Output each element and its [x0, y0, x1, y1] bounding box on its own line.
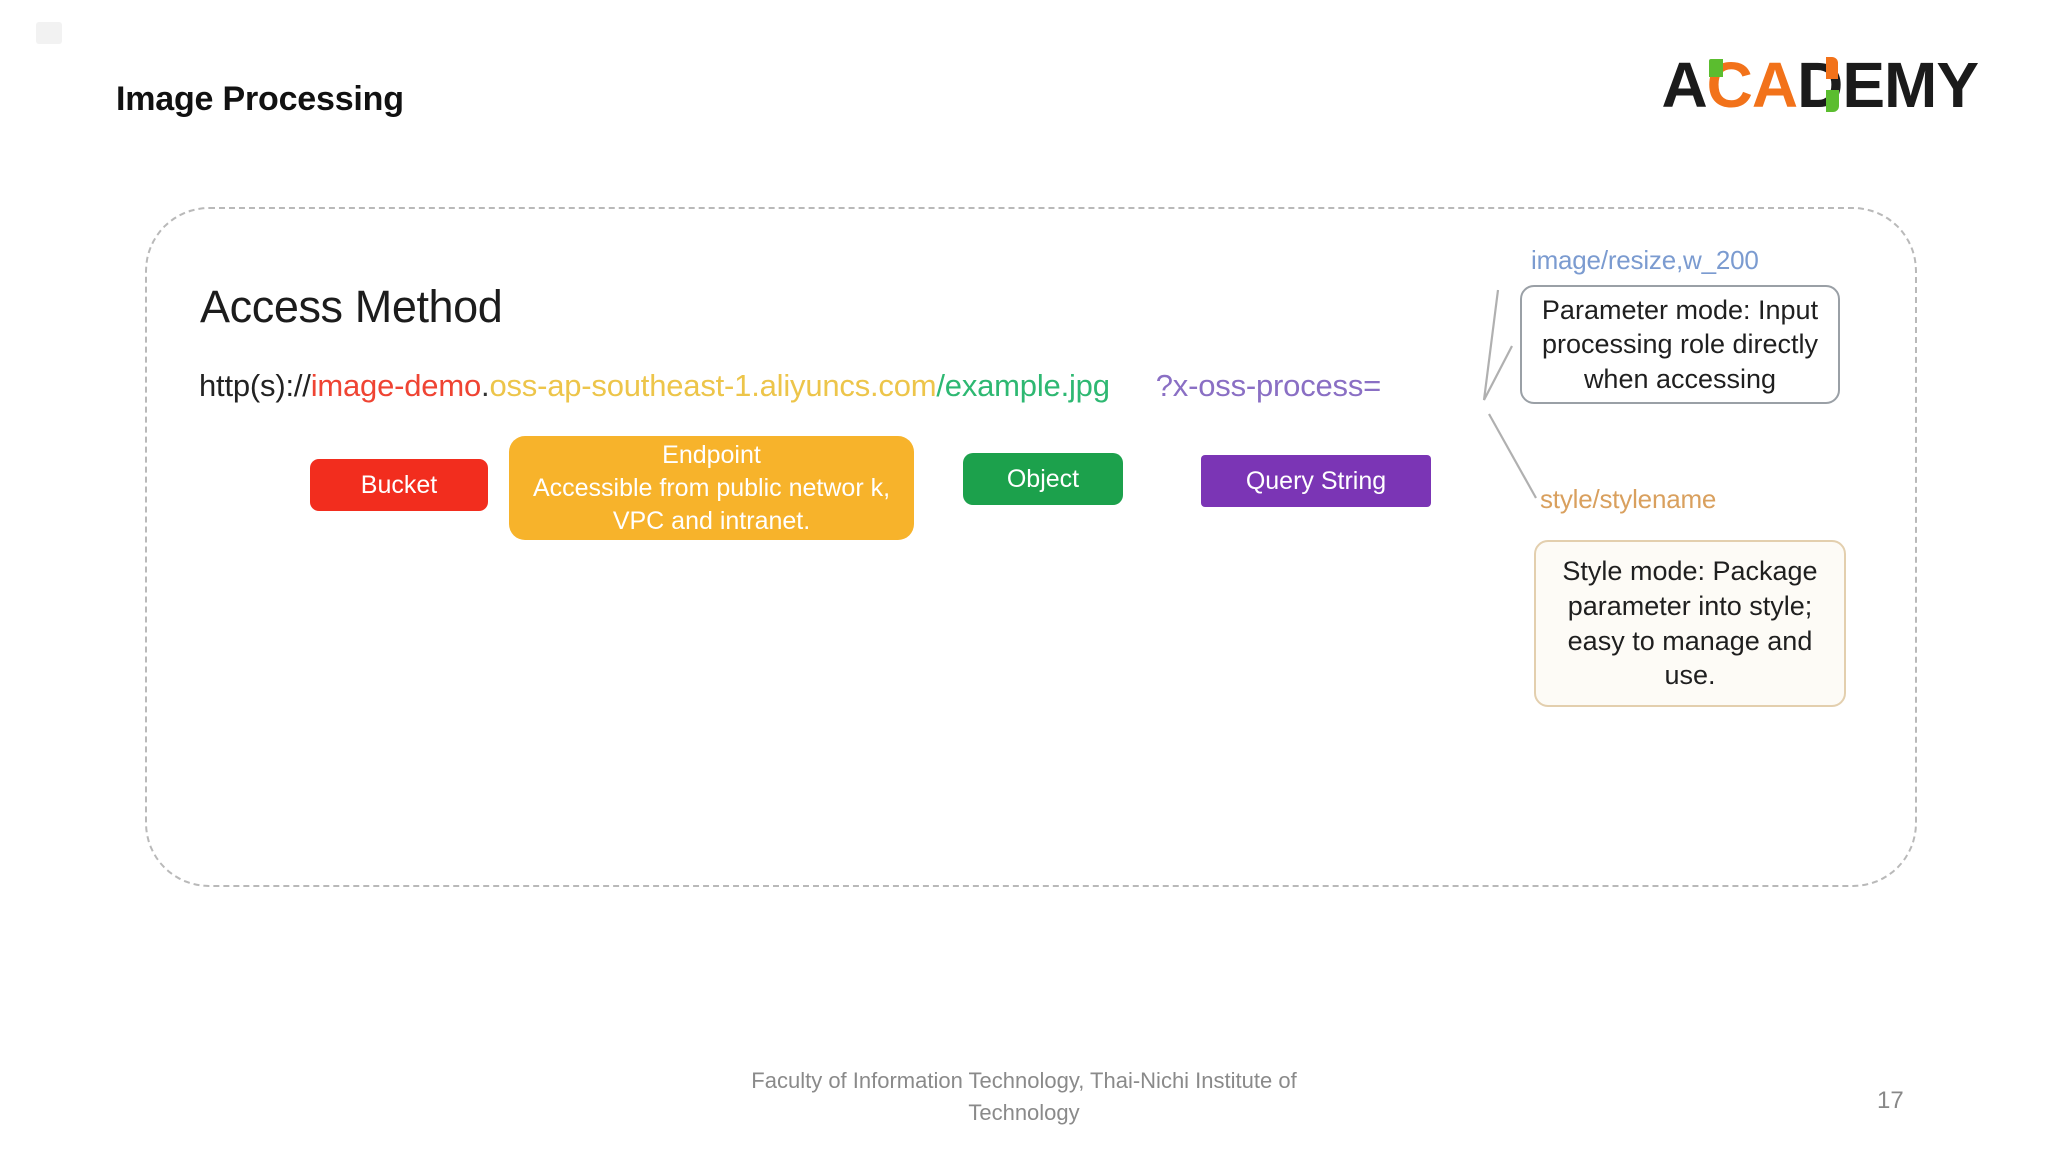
logo-letter-a2: A [1751, 49, 1798, 121]
chip-bucket: Bucket [310, 459, 488, 511]
page-title: Image Processing [116, 80, 404, 118]
top-left-artifact-mark [36, 22, 62, 44]
logo-letter-c: C [1706, 49, 1753, 121]
logo-letter-y: Y [1936, 49, 1979, 121]
url-breakdown-line: http(s)://image-demo.oss-ap-southeast-1.… [199, 368, 1381, 404]
slide-footer: Faculty of Information Technology, Thai-… [751, 1068, 1297, 1125]
url-part-object: /example.jpg [936, 368, 1110, 403]
chip-object: Object [963, 453, 1123, 505]
chip-object-label: Object [1006, 464, 1080, 493]
callout-parameter-mode: Parameter mode: Input processing role di… [1520, 285, 1840, 404]
url-part-dot: . [481, 368, 490, 403]
url-part-query-string: ?x-oss-process= [1155, 368, 1382, 403]
chip-endpoint-description: Accessible from public networ k, VPC and… [532, 473, 891, 535]
url-part-protocol: http(s):// [199, 368, 311, 403]
logo-letter-e: E [1842, 49, 1885, 121]
page-number: 17 [1877, 1087, 1904, 1114]
annotation-label-parameter-mode: image/resize,w_200 [1531, 245, 1759, 275]
annotation-label-style-mode: style/stylename [1540, 484, 1717, 514]
logo-letter-m: M [1884, 49, 1937, 121]
chip-endpoint: Endpoint Accessible from public networ k… [509, 436, 914, 540]
chip-bucket-label: Bucket [360, 470, 438, 499]
logo-letter-a1: A [1661, 49, 1707, 121]
callout-style-mode: Style mode: Package parameter into style… [1534, 540, 1846, 707]
logo-letter-d: D [1797, 49, 1843, 121]
chip-query-string: Query String [1201, 455, 1431, 507]
url-part-bucket: image-demo [310, 368, 482, 403]
chip-query-string-label: Query String [1245, 466, 1387, 495]
chip-endpoint-label: Endpoint [662, 440, 761, 469]
url-part-endpoint: oss-ap-southeast-1.aliyuncs.com [489, 368, 937, 403]
section-heading-access-method: Access Method [200, 281, 503, 332]
